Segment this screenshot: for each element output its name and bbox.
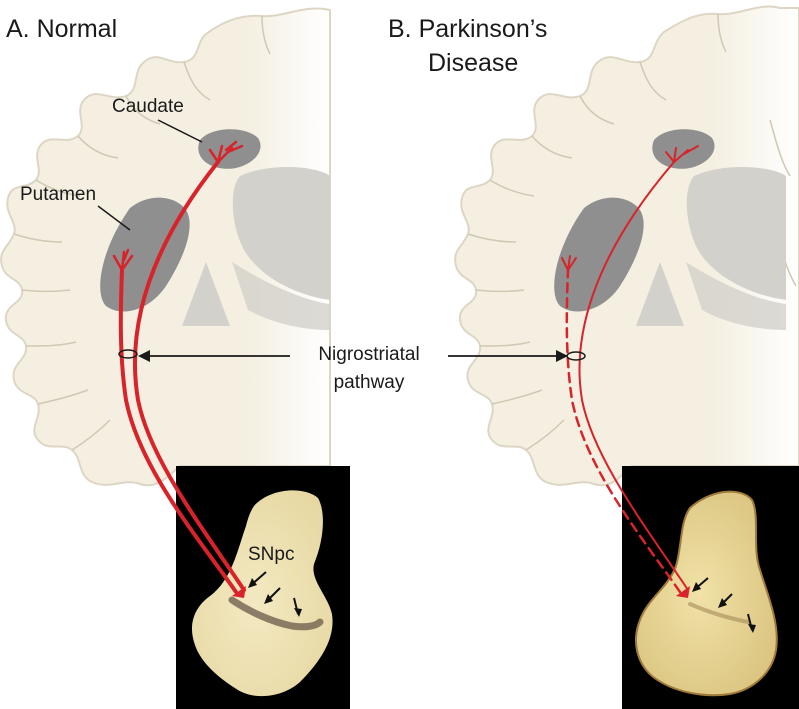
sulci-parkinsons [467, 13, 797, 451]
pathway-to-putamen-parkinsons [565, 268, 682, 594]
globus-pallidus-parkinsons [636, 262, 684, 326]
arrow-1-head-normal [248, 578, 257, 588]
midbrain-section-normal [191, 490, 333, 697]
snpc-band-normal [228, 596, 324, 631]
pathway-crosssection-normal [118, 349, 138, 359]
arrow-2-head-parkinsons [718, 598, 727, 608]
depigmented-band-parkinsons [688, 602, 750, 624]
caudate-label: Caudate [112, 96, 184, 117]
brain-section-parkinsons [454, 5, 799, 487]
caudate-parkinsons [652, 129, 715, 169]
pathway-label-line1: Nigrostriatal [318, 344, 420, 365]
pathway-end-normal [232, 586, 246, 598]
snpc-label: SNpc [248, 544, 295, 565]
thalamus-normal [232, 166, 330, 300]
terminal-putamen-parkinsons [561, 255, 577, 271]
terminal-putamen-normal [112, 248, 134, 272]
thalamus-lower-parkinsons [686, 262, 786, 330]
putamen-parkinsons [554, 197, 644, 312]
midbrain-photo-parkinsons [622, 466, 799, 709]
midbrain-photo-normal [176, 466, 350, 709]
arrow-1-head-parkinsons [692, 582, 701, 592]
sulci-normal [13, 15, 271, 451]
panel-b-title-line1: B. Parkinson’s [388, 15, 548, 43]
pathway-to-caudate-normal [133, 160, 246, 592]
nigrostriatal-pointer [138, 350, 568, 362]
pathway-to-caudate-parkinsons [578, 161, 689, 591]
pathway-to-putamen-normal [118, 268, 238, 594]
nigrostriatal-pathway-normal [112, 140, 246, 598]
caudate-leader-line [157, 119, 203, 143]
arrow-3-head-normal [294, 608, 302, 617]
putamen-label: Putamen [20, 184, 97, 205]
panel-b-title-line2: Disease [428, 49, 519, 77]
thalamus-parkinsons [686, 166, 786, 300]
terminal-caudate-normal [208, 140, 244, 164]
midbrain-section-parkinsons [635, 490, 778, 697]
pointer-arrowhead-right [556, 350, 568, 362]
pathway-end-parkinsons [676, 586, 690, 598]
arrow-2-head-normal [264, 594, 273, 604]
thalamus-lower-normal [232, 262, 330, 330]
arrow-3-head-parkinsons [748, 624, 756, 633]
putamen-leader-line [97, 205, 131, 231]
terminal-caudate-parkinsons [665, 145, 699, 163]
pointer-arrowhead-left [138, 350, 150, 362]
panel-a-title: A. Normal [6, 15, 118, 43]
pathway-label-line2: pathway [333, 372, 405, 393]
nigrostriatal-pathway-parkinsons [561, 145, 699, 598]
globus-pallidus-normal [182, 262, 230, 326]
